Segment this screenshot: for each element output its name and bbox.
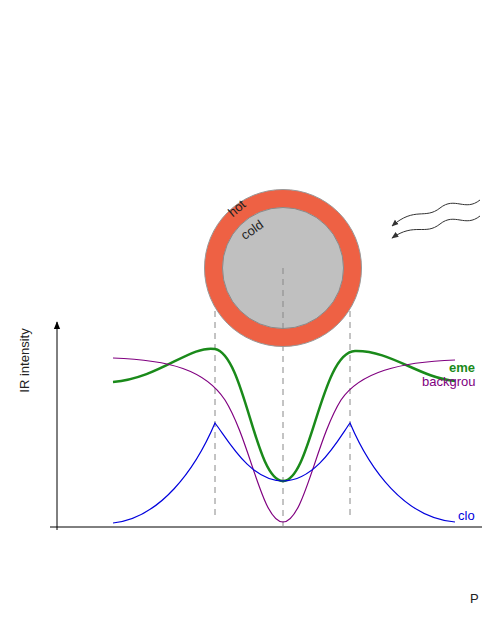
hot-shell: hotcold <box>204 189 362 347</box>
background-curve <box>113 358 455 522</box>
cold-core: cold <box>222 207 344 329</box>
axis-label: IR intensity <box>18 328 31 392</box>
y-axis <box>57 322 58 530</box>
x-axis <box>50 527 482 528</box>
curve-label: eme <box>449 361 475 374</box>
radiation-wave <box>392 200 480 226</box>
guide-line <box>283 268 284 329</box>
curve-label: clo <box>458 509 475 522</box>
circle-shape <box>223 208 344 329</box>
circle-shape <box>205 190 362 347</box>
emission-curve <box>113 349 455 481</box>
axis-label: P <box>470 592 479 605</box>
circle-outline <box>222 207 344 329</box>
radiation-wave <box>392 216 480 238</box>
cloud-curve <box>113 423 455 523</box>
curve-label: backgrou <box>422 375 475 388</box>
